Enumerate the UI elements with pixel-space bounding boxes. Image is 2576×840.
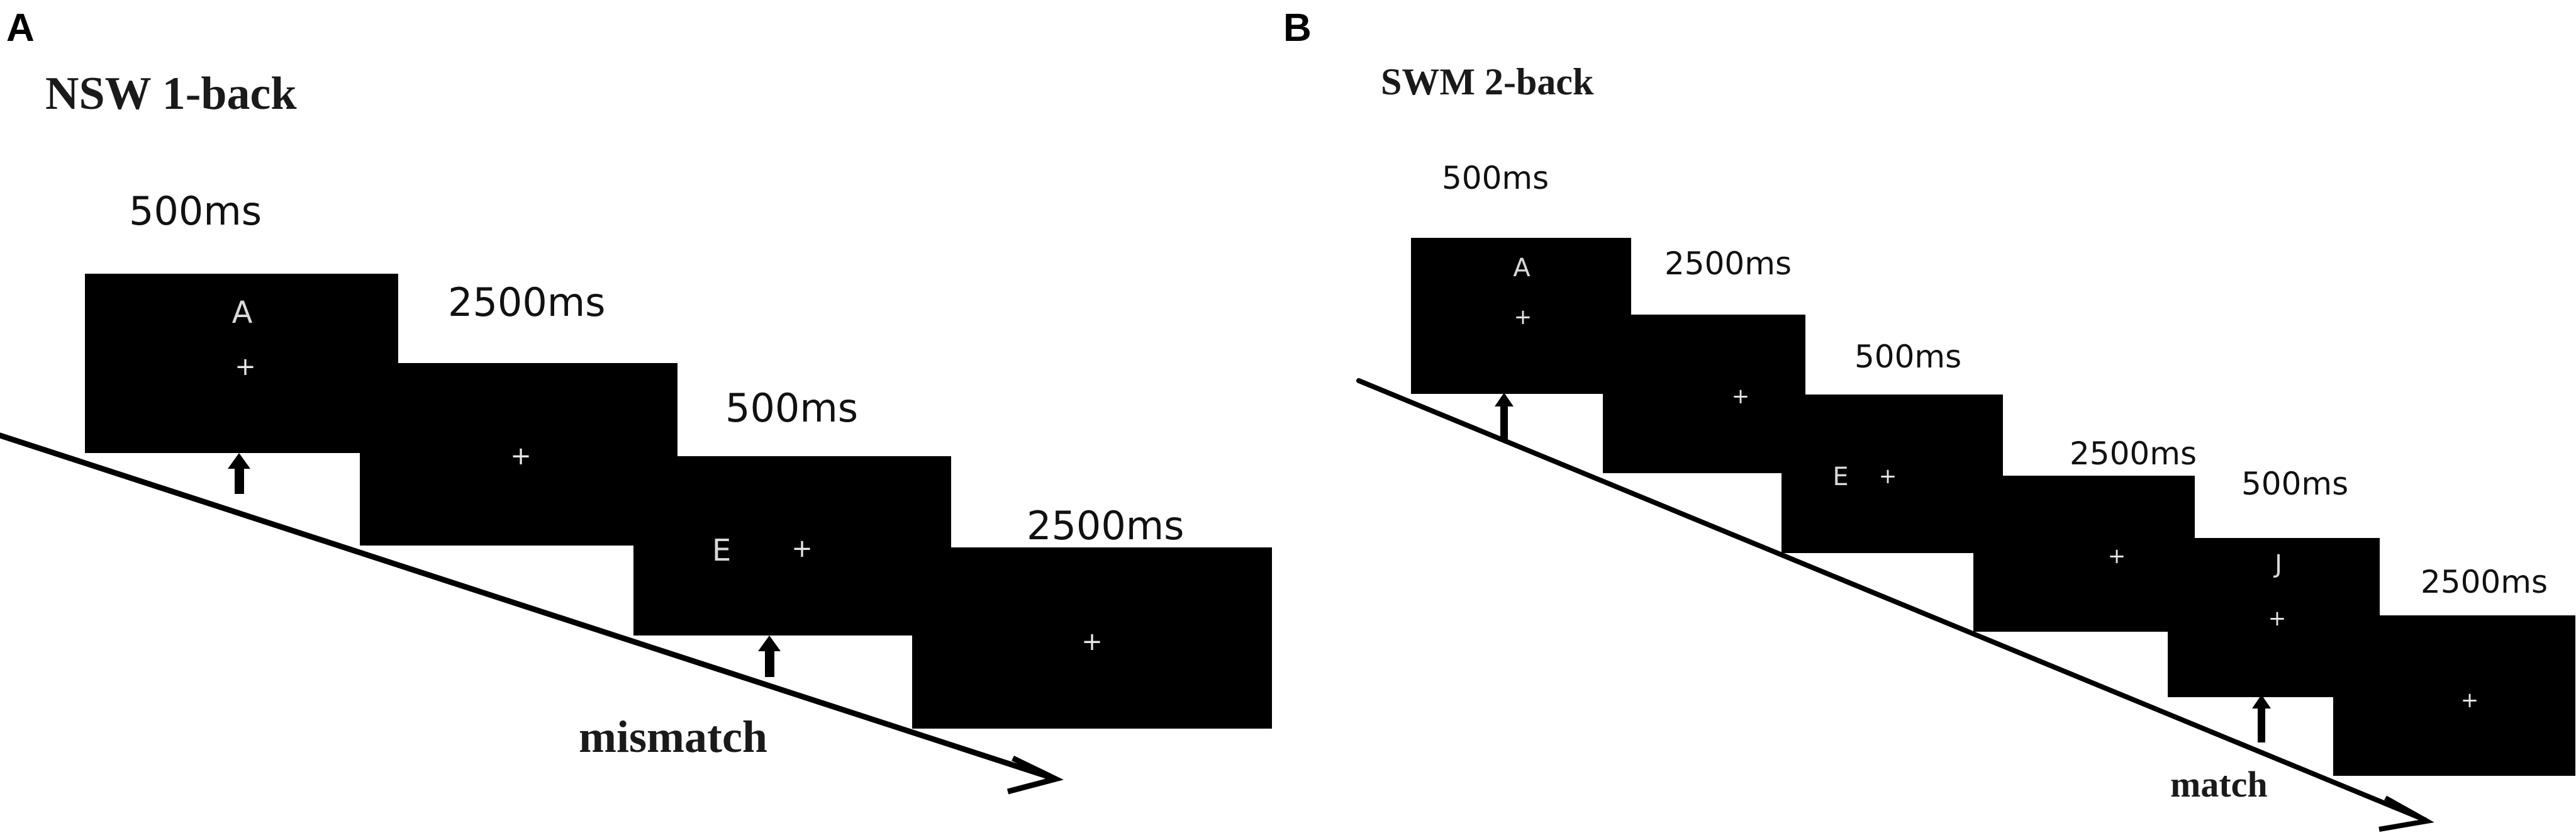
fixation-screen: + <box>1973 476 2195 632</box>
time-axis-arrow <box>0 432 1057 781</box>
response-label: mismatch <box>579 712 767 762</box>
stimulus-letter: A <box>231 295 253 330</box>
timing-label: 2500ms <box>1664 245 1792 282</box>
response-markers-b <box>1495 393 2271 742</box>
panel-a: A NSW 1-back 500ms A + 2500ms + 500ms E … <box>0 0 1283 840</box>
paradigm-title: NSW 1-back <box>45 68 297 120</box>
timeline-b <box>1356 378 2434 832</box>
response-label: match <box>2170 764 2268 805</box>
timing-label: 500ms <box>2241 466 2349 502</box>
response-markers-a <box>228 453 781 677</box>
time-axis-arrow <box>1356 378 2428 822</box>
time-axis-arrowhead <box>1006 755 1064 795</box>
stimulus-letter: J <box>2275 550 2282 579</box>
stimulus-screen: E + <box>633 456 951 636</box>
fixation-screen: + <box>360 363 677 546</box>
stimulus-screen: A + <box>85 274 398 453</box>
timing-label: 2500ms <box>1027 503 1185 549</box>
response-up-arrow <box>758 636 781 677</box>
stimulus-letter: E <box>1832 462 1849 491</box>
panel-b: B SWM 2-back 500ms A + 2500ms + 500ms E … <box>1283 0 2576 840</box>
stimulus-screen: E + <box>1781 395 2003 553</box>
fixation-cross: + <box>2460 688 2479 713</box>
fixation-cross: + <box>235 352 256 381</box>
panel-label: B <box>1283 6 1312 50</box>
fixation-screen: + <box>1603 315 1805 473</box>
fixation-cross: + <box>1731 384 1750 409</box>
timing-label: 2500ms <box>448 279 606 325</box>
stimulus-screen: A + <box>1411 238 1631 394</box>
fixation-cross: + <box>1878 464 1897 489</box>
stimulus-letter: A <box>1513 254 1531 283</box>
response-up-arrow <box>1495 393 1514 439</box>
timing-label: 500ms <box>1854 339 1962 375</box>
fixation-cross: + <box>1514 305 1532 330</box>
timeline-a <box>0 432 1064 795</box>
timing-label: 500ms <box>1442 160 1549 196</box>
timing-label: 500ms <box>129 188 262 234</box>
stimulus-letter: E <box>711 533 732 568</box>
response-up-arrow <box>228 453 250 494</box>
fixation-screen: + <box>912 547 1272 729</box>
timing-label: 2500ms <box>2421 564 2548 600</box>
paradigm-title: SWM 2-back <box>1381 61 1594 103</box>
fixation-cross: + <box>510 442 532 471</box>
response-up-arrow <box>2252 695 2271 742</box>
fixation-cross: + <box>2107 544 2126 569</box>
timing-label: 2500ms <box>2070 435 2197 472</box>
time-axis-arrowhead <box>2378 795 2434 832</box>
fixation-screen: + <box>2333 615 2575 776</box>
fixation-cross: + <box>1081 627 1103 656</box>
fixation-cross: + <box>2268 606 2287 631</box>
fixation-cross: + <box>791 534 813 563</box>
timing-label: 500ms <box>725 385 859 431</box>
panel-label: A <box>6 6 35 50</box>
